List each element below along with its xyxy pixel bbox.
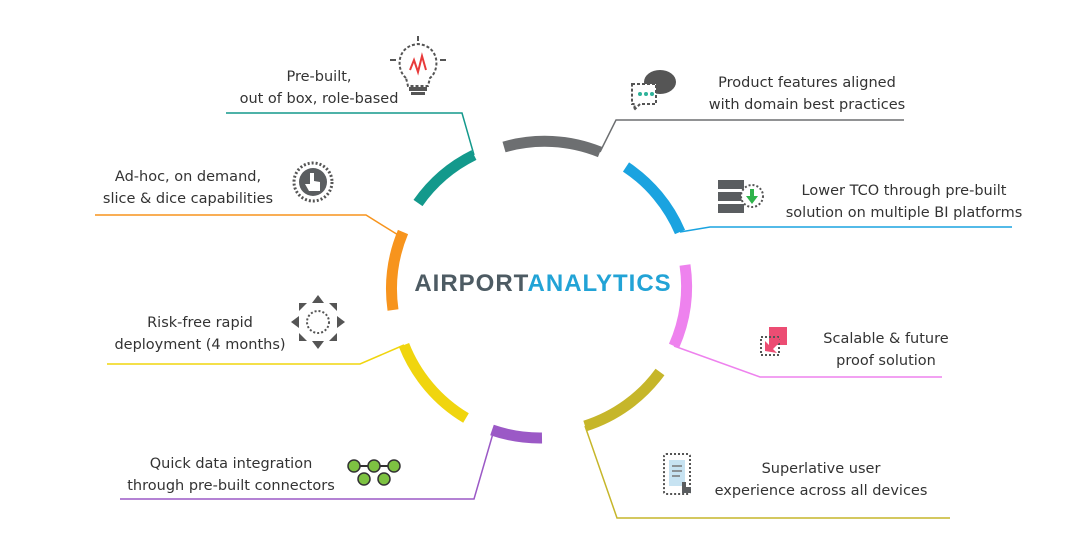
label-productfeatures-line2: with domain best practices <box>708 97 906 113</box>
connectors-icon <box>347 459 401 486</box>
label-prebuilt-line2: out of box, role-based <box>239 91 399 107</box>
lightbulb-icon <box>390 36 446 95</box>
label-riskfree-line1: Risk-free rapid <box>147 315 253 331</box>
label-ux: Superlative user experience across all d… <box>704 458 938 502</box>
mobile-touch-icon <box>663 453 691 495</box>
label-adhoc-line1: Ad-hoc, on demand, <box>114 169 262 185</box>
arc-product-features <box>502 135 603 158</box>
label-lowertco-line1: Lower TCO through pre-built <box>801 183 1007 199</box>
label-ux-line1: Superlative user <box>761 461 881 477</box>
connector-adhoc <box>95 214 404 239</box>
connector-prebuilt <box>226 112 475 156</box>
label-ux-line2: experience across all devices <box>714 483 928 499</box>
chat-bubbles-icon <box>631 70 676 113</box>
label-dataintegration-line2: through pre-built connectors <box>127 478 335 494</box>
connector-ux <box>584 425 950 519</box>
label-scalable-line1: Scalable & future <box>823 331 949 347</box>
label-riskfree: Risk-free rapid deployment (4 months) <box>110 312 290 356</box>
connector-productfeatures <box>599 119 904 153</box>
label-productfeatures-line1: Product features aligned <box>718 75 896 91</box>
logo-text-part1: AIRPORT <box>414 270 528 297</box>
label-dataintegration: Quick data integration through pre-built… <box>118 453 344 497</box>
connector-dataintegration <box>120 429 495 500</box>
arc-risk-free <box>398 342 469 423</box>
label-scalable-line2: proof solution <box>836 353 936 369</box>
arc-ux <box>583 368 665 432</box>
expand-arrows-icon <box>291 295 345 349</box>
server-download-icon <box>718 180 764 213</box>
connector-riskfree <box>107 344 405 365</box>
label-riskfree-line2: deployment (4 months) <box>114 337 286 353</box>
label-prebuilt-line1: Pre-built, <box>286 69 352 85</box>
label-prebuilt: Pre-built, out of box, role-based <box>226 66 412 110</box>
logo-text-part2: ANALYTICS <box>527 270 672 297</box>
label-scalable: Scalable & future proof solution <box>806 328 966 372</box>
arc-adhoc <box>386 229 409 311</box>
arc-data-integration <box>490 424 543 444</box>
label-lowertco: Lower TCO through pre-built solution on … <box>772 180 1036 224</box>
label-lowertco-line2: solution on multiple BI platforms <box>785 205 1023 221</box>
scale-arrow-icon <box>760 327 787 356</box>
pointer-hand-icon <box>292 161 334 203</box>
airport-analytics-logo: AIRPORTANALYTICS <box>408 270 678 298</box>
arc-scalable <box>668 264 693 349</box>
connector-lowertco <box>679 226 1012 233</box>
label-dataintegration-line1: Quick data integration <box>149 456 313 472</box>
label-adhoc-line2: slice & dice capabilities <box>102 191 274 207</box>
label-adhoc: Ad-hoc, on demand, slice & dice capabili… <box>86 166 290 210</box>
label-productfeatures: Product features aligned with domain bes… <box>700 72 914 116</box>
arc-lower-tco <box>622 162 686 235</box>
connector-scalable <box>673 345 942 378</box>
arc-prebuilt <box>413 150 477 207</box>
